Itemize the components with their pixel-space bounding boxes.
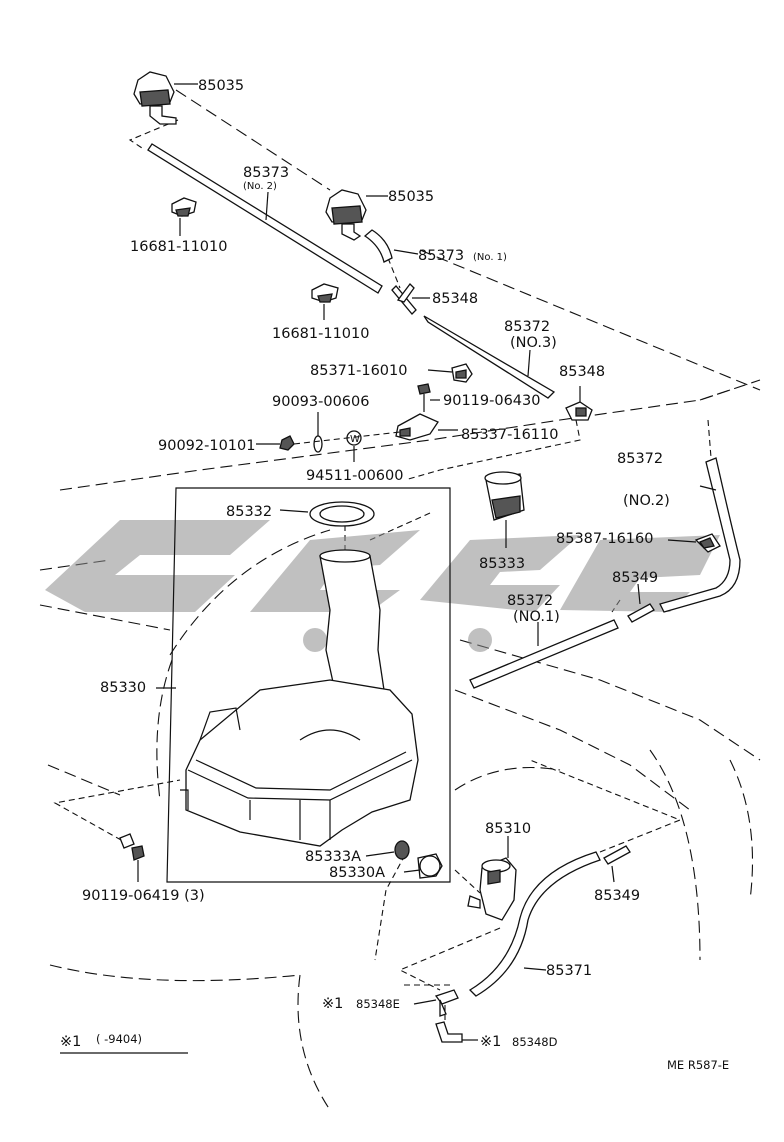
label-85371-16010: 85371-16010 xyxy=(310,363,408,379)
label-85349-lower: 85349 xyxy=(594,888,640,904)
label-85348D-mark: ※1 xyxy=(480,1034,501,1050)
label-85373-no1: 85373 xyxy=(418,248,464,264)
footnote-mark: ※1 xyxy=(60,1034,81,1050)
label-85035-lower: 85035 xyxy=(388,189,434,205)
cap-85332 xyxy=(279,501,375,527)
label-85372-no2: 85372 xyxy=(617,451,663,467)
label-85330: 85330 xyxy=(100,680,146,696)
hose-85372-no3 xyxy=(423,315,556,399)
hose-85373-no2 xyxy=(147,143,383,294)
label-85348-upper: 85348 xyxy=(432,291,478,307)
label-16681-upper: 16681-11010 xyxy=(130,239,228,255)
label-85333A: 85333A xyxy=(305,849,361,865)
label-85348-right: 85348 xyxy=(559,364,605,380)
label-85348E-mark: ※1 xyxy=(322,996,343,1012)
elbow-85348D xyxy=(435,1021,478,1043)
label-90092-10101: 90092-10101 xyxy=(158,438,256,454)
label-85372-no2-suffix: (NO.2) xyxy=(623,493,670,509)
washer-nozzle-lower xyxy=(325,189,388,241)
label-85348D: 85348D xyxy=(512,1035,558,1049)
label-85373-no2: 85373 xyxy=(243,165,289,181)
nut-90092-10101 xyxy=(256,435,295,451)
label-85372-no1-suffix: (NO.1) xyxy=(513,609,560,625)
label-85333: 85333 xyxy=(479,556,525,572)
label-85387-16160: 85387-16160 xyxy=(556,531,654,547)
clip-85371-16010 xyxy=(427,363,473,383)
diagram-code: ME R587-E xyxy=(667,1058,729,1072)
bolt-axis-line xyxy=(293,431,401,445)
washer-94511-00600: W xyxy=(346,430,362,462)
grommet-85333A xyxy=(365,840,410,860)
joint-85349-upper xyxy=(627,583,655,623)
cap-85330A xyxy=(403,853,443,879)
joint-85349-lower xyxy=(603,845,631,883)
label-90119-06419: 90119-06419 (3) xyxy=(82,888,205,904)
washer-tank-85330 xyxy=(156,679,419,847)
label-85348E: 85348E xyxy=(356,997,400,1011)
label-85372-no1: 85372 xyxy=(507,593,553,609)
grommet-16681-lower xyxy=(311,283,339,320)
tee-85348-right xyxy=(565,386,593,421)
washer-nozzle-upper xyxy=(133,71,198,125)
hose-85372-no1 xyxy=(469,619,619,689)
label-85330A: 85330A xyxy=(329,865,385,881)
tank-frame-box xyxy=(166,487,451,883)
bolt-90119-06430 xyxy=(417,383,440,412)
strainer-85333 xyxy=(484,471,525,548)
label-85337-16110: 85337-16110 xyxy=(461,427,559,443)
hose-85372-no2 xyxy=(659,457,741,613)
pump-85310 xyxy=(467,836,517,921)
grommet-16681-upper xyxy=(171,197,197,236)
label-85373-no1-suffix: (No. 1) xyxy=(473,252,507,263)
bolt-90119-06419 xyxy=(119,833,145,882)
washer-90093-00606 xyxy=(313,412,323,453)
label-85310: 85310 xyxy=(485,821,531,837)
label-85372-no3-suffix: (NO.3) xyxy=(510,335,557,351)
svg-text:W: W xyxy=(350,434,360,445)
label-85372-no3: 85372 xyxy=(504,319,550,335)
label-16681-lower: 16681-11010 xyxy=(272,326,370,342)
label-85373-no2-suffix: (No. 2) xyxy=(243,181,277,192)
label-90093-00606: 90093-00606 xyxy=(272,394,370,410)
hose-85373-no1 xyxy=(363,229,419,263)
label-85332: 85332 xyxy=(226,504,272,520)
tee-85348-upper xyxy=(391,283,430,315)
label-94511-00600: 94511-00600 xyxy=(306,468,404,484)
footnote-text: ( -9404) xyxy=(96,1032,142,1046)
label-90119-06430: 90119-06430 xyxy=(443,393,541,409)
label-85371: 85371 xyxy=(546,963,592,979)
hose-85371 xyxy=(468,851,601,997)
tank-filler-neck xyxy=(319,549,385,697)
watermark-logo xyxy=(45,520,720,652)
tee-85348E xyxy=(413,989,459,1017)
clamp-85387-16160 xyxy=(667,533,721,553)
label-85035-upper: 85035 xyxy=(198,78,244,94)
bracket-85337-16110 xyxy=(395,413,458,441)
label-85349-upper: 85349 xyxy=(612,570,658,586)
